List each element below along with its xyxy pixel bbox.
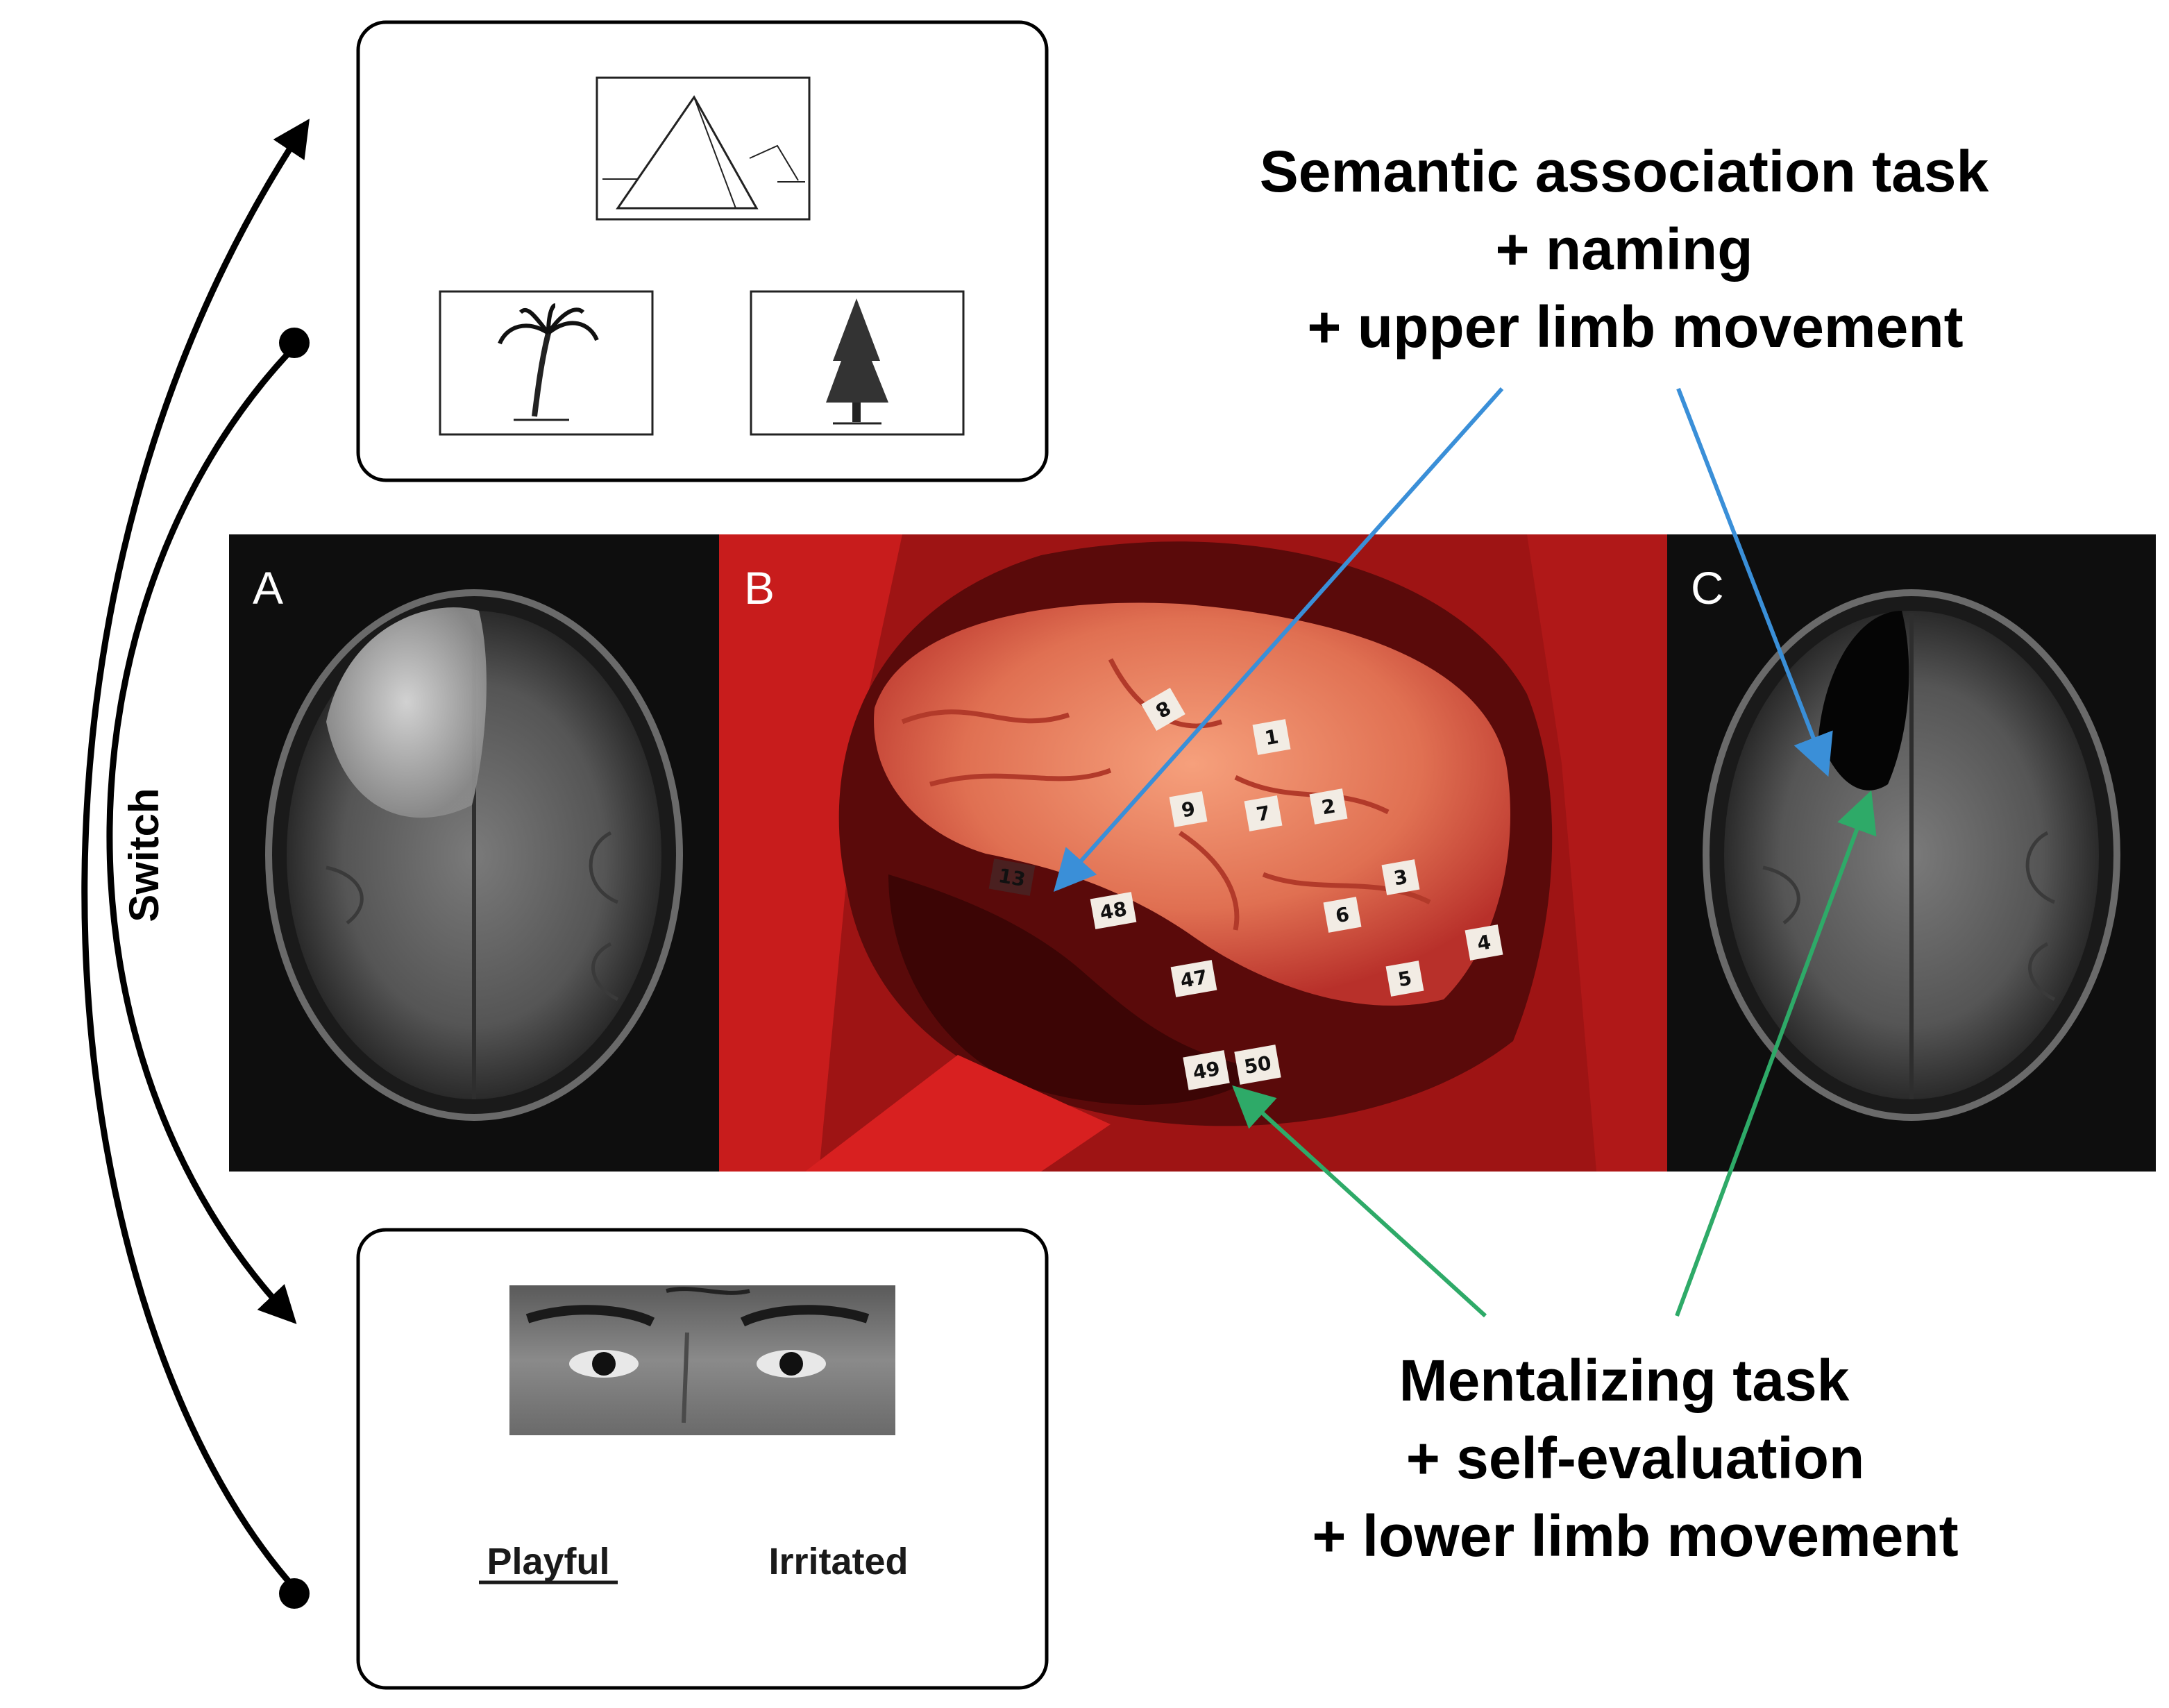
stim-tag: 47	[1179, 965, 1209, 992]
resection-cavity	[1818, 611, 1909, 790]
mentalizing-task-line-1: Mentalizing task	[1399, 1348, 1850, 1413]
inner-arc-dot	[279, 328, 310, 358]
semantic-task-card	[356, 20, 1049, 482]
semantic-task-line-2: + naming	[1495, 217, 1753, 282]
switch-arrows: Switch	[81, 119, 310, 1609]
stimulation-tags: 1 2 3 4 5 6 7 8 9 13 47 48 49 50	[988, 687, 1503, 1090]
inner-switch-arc	[106, 344, 297, 1324]
semantic-arrow-to-cortex	[1054, 387, 1504, 892]
emotion-choice-left: Playful	[487, 1541, 609, 1582]
mentalizing-arrow-to-cortex	[1232, 1085, 1487, 1318]
stim-tag: 50	[1242, 1051, 1273, 1079]
semantic-task-line-3: + upper limb movement	[1307, 294, 1963, 360]
semantic-task-line-1: Semantic association task	[1260, 139, 1989, 204]
panel-label-a: A	[253, 562, 283, 614]
mentalizing-task-line-3: + lower limb movement	[1312, 1503, 1958, 1569]
palm-tree-picture	[439, 290, 654, 436]
semantic-task-label: Semantic association task + naming + upp…	[1260, 139, 1989, 360]
switch-label: Switch	[121, 788, 167, 922]
mentalizing-task-label: Mentalizing task + self-evaluation + low…	[1312, 1348, 1958, 1569]
panel-a-preop-mri: A	[229, 534, 719, 1172]
eyes-photo	[509, 1285, 895, 1435]
panel-label-c: C	[1691, 562, 1724, 614]
outer-switch-arc	[81, 119, 310, 1590]
mentalizing-task-card: Playful Irritated	[356, 1228, 1049, 1690]
panel-b-intraop-photo: 1 2 3 4 5 6 7 8 9 13 47 48 49 50 B	[719, 534, 1667, 1172]
stim-tag: 49	[1191, 1057, 1222, 1084]
pyramid-picture	[596, 76, 811, 221]
semantic-arrow-to-cavity	[1676, 387, 1833, 777]
mentalizing-task-line-2: + self-evaluation	[1406, 1426, 1865, 1491]
emotion-choice-right: Irritated	[768, 1541, 908, 1582]
mentalizing-arrow-to-cavity	[1675, 790, 1877, 1317]
panel-label-b: B	[744, 562, 775, 614]
outer-arc-dot	[279, 1578, 310, 1609]
tumor-region	[326, 607, 487, 818]
panel-c-postop-mri: C	[1667, 534, 2156, 1172]
stim-tag: 48	[1098, 897, 1129, 924]
stim-tag: 13	[997, 864, 1027, 891]
pine-tree-picture	[750, 290, 965, 436]
